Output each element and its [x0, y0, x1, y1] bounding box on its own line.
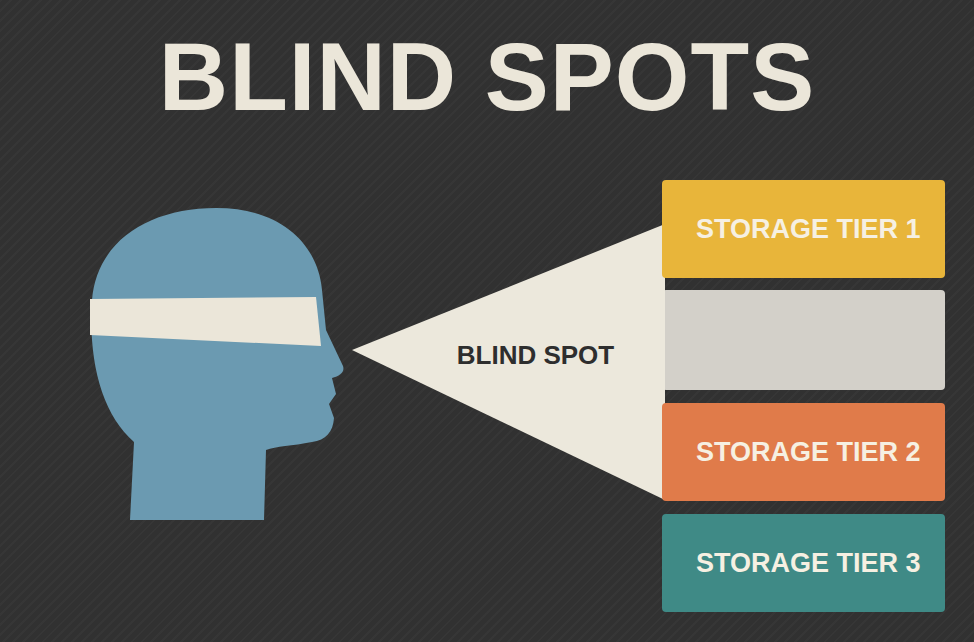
blank-tier-box — [662, 290, 945, 390]
title-text: BLIND SPOTS — [159, 23, 815, 130]
blind-spot-label: BLIND SPOT — [457, 340, 614, 371]
storage-tier-box: STORAGE TIER 2 — [662, 403, 945, 501]
cone-fill — [352, 224, 665, 500]
tier-label: STORAGE TIER 2 — [696, 437, 921, 468]
blind-spot-cone: BLIND SPOT — [352, 224, 665, 500]
tier-label: STORAGE TIER 1 — [696, 214, 921, 245]
tier-label: STORAGE TIER 3 — [696, 548, 921, 579]
storage-tier-box: STORAGE TIER 3 — [662, 514, 945, 612]
head-silhouette — [91, 208, 343, 520]
blindfold — [90, 297, 321, 346]
diagram-title: BLIND SPOTS — [0, 24, 974, 130]
storage-tier-box: STORAGE TIER 1 — [662, 180, 945, 278]
